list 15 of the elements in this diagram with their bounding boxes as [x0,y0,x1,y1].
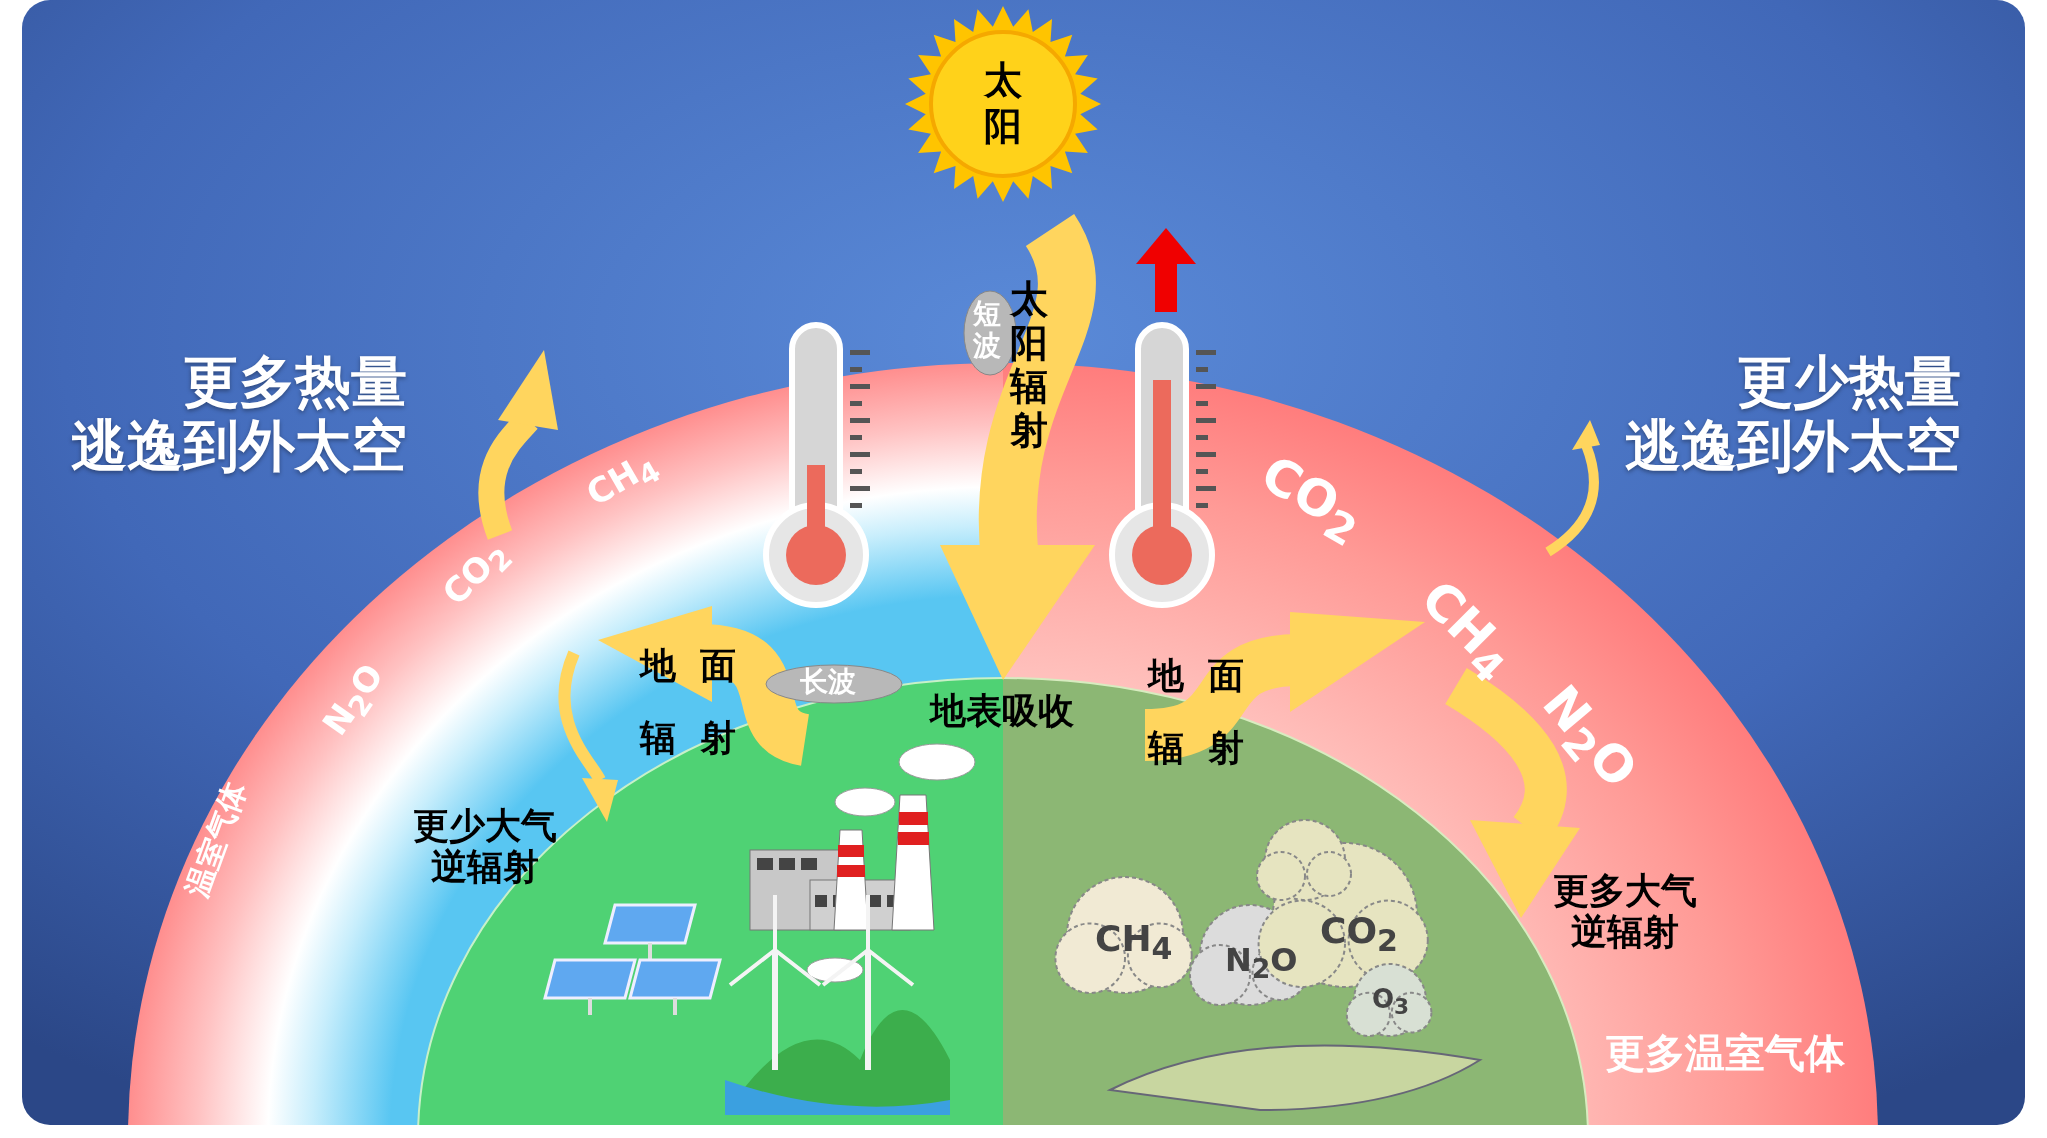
wave-label: 长波 [800,666,856,699]
gas-label: O$_{3}$ [1372,985,1410,1021]
surface-label: 地表吸收 [930,690,1074,732]
radiation-label: 地面辐射 [1148,654,1268,770]
heading-text: 更少热量逃逸到外太空 [1625,350,1962,479]
heading-text: 更多热量逃逸到外太空 [70,350,407,479]
gas-label: 温室气体 [180,777,254,902]
wave-label: 短波 [973,298,1002,363]
back-radiation-label: 更多大气逆辐射 [1552,870,1698,953]
gas-label: CO$_{2}$ [1320,910,1398,959]
sun: 太阳 [903,4,1103,204]
gas-label: N$_{2}$O [1225,942,1298,986]
back-radiation-label: 更少大气逆辐射 [412,805,558,888]
gas-label: 更多温室气体 [1605,1030,1845,1076]
gas-label: CH$_{4}$ [1095,918,1173,967]
